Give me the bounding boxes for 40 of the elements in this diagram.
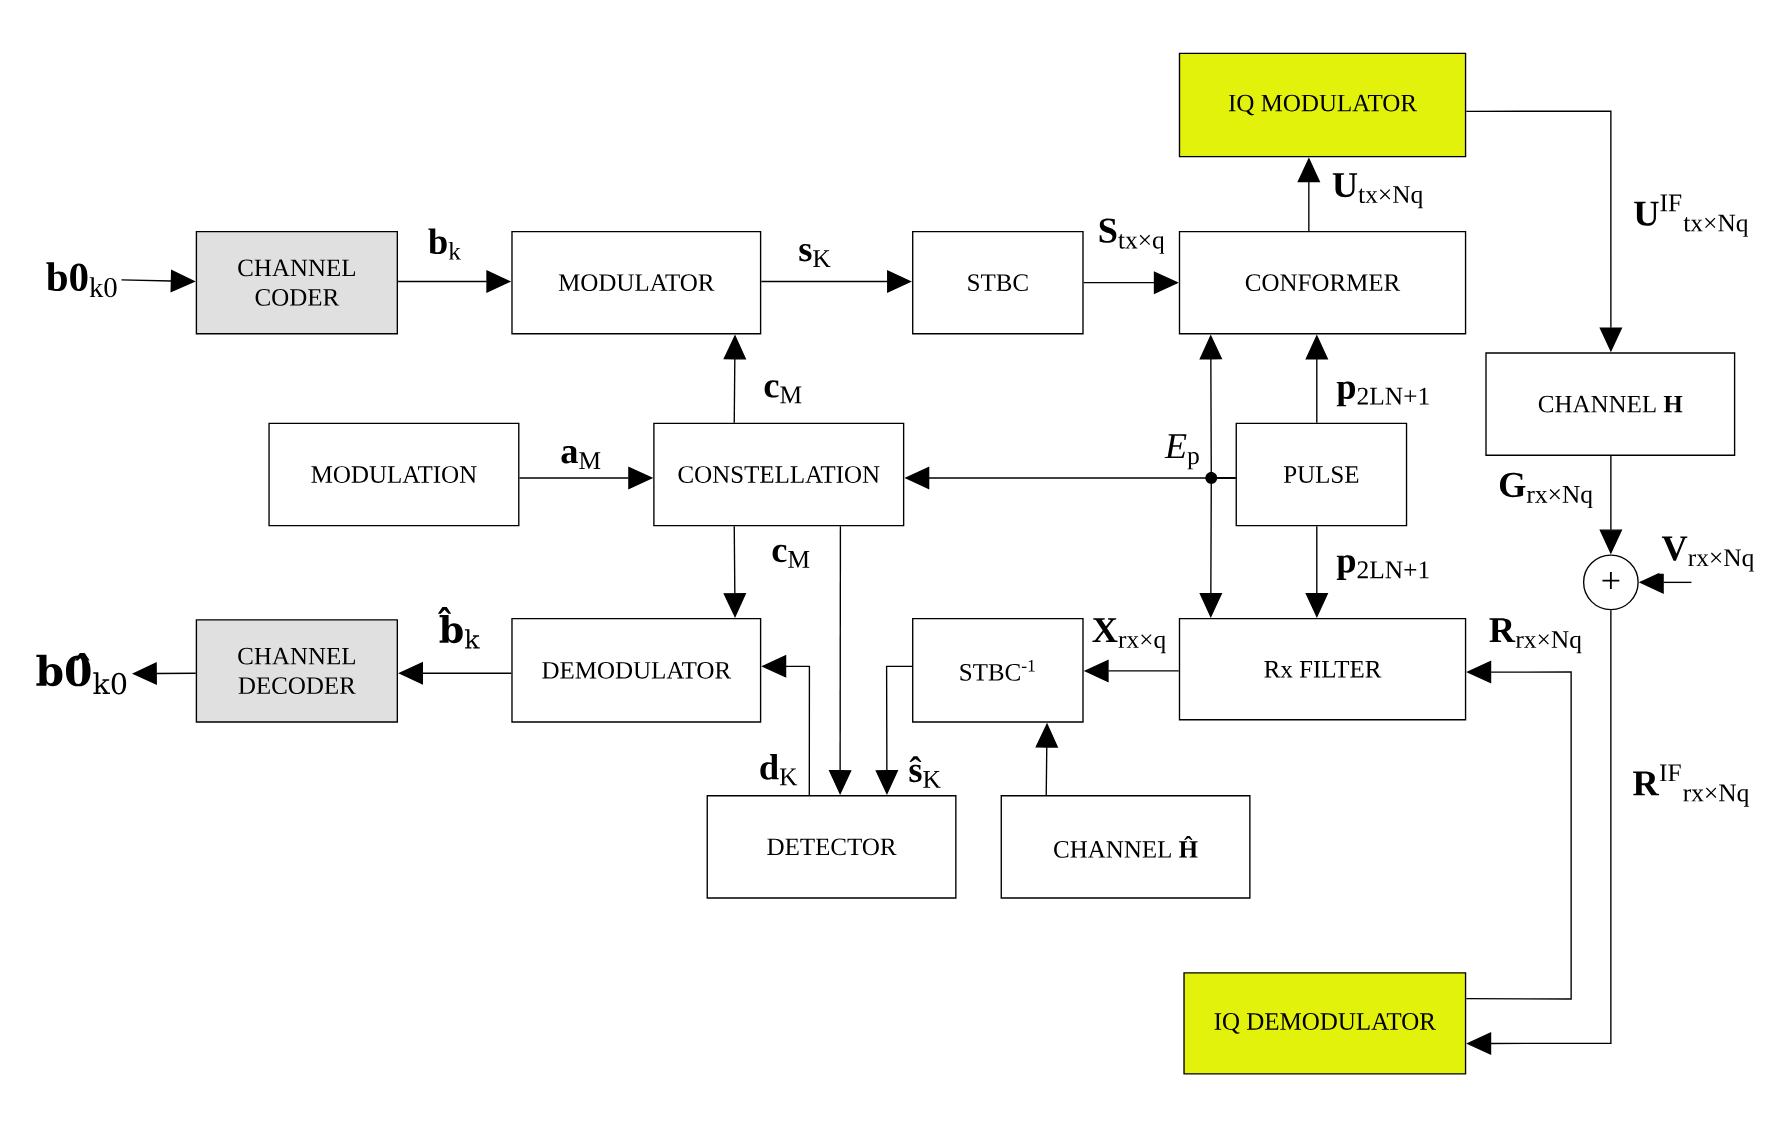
process-box: IQ MODULATOR — [1178, 52, 1467, 158]
edge-label: U$_{tx×Nq}$ — [1329, 170, 1427, 211]
process-box: PULSE — [1235, 422, 1408, 527]
process-box: DEMODULATOR — [511, 617, 762, 723]
edge-label: s$_{K}$ — [796, 241, 835, 270]
process-box: MODULATOR — [511, 230, 762, 335]
process-box: CHANNEL DECODER — [195, 619, 398, 723]
summing-junction: + — [1582, 554, 1639, 611]
process-box: CONSTELLATION — [653, 422, 905, 527]
process-box: IQ DEMODULATOR — [1183, 972, 1467, 1075]
edge-label: d$_{K}$ — [756, 751, 801, 788]
process-box: MODULATION — [268, 422, 520, 527]
edge-label: X$_{rx×q}$ — [1089, 615, 1170, 656]
edge-label: V$_{rx×Nq}$ — [1659, 534, 1758, 574]
edge-label: p$_{2LN+1}$ — [1334, 552, 1434, 583]
process-box: STBC — [912, 230, 1084, 335]
edge-label: S$_{tx×q}$ — [1095, 216, 1169, 256]
edge-label: b$_{k}$ — [425, 226, 465, 262]
edge-label: ŝ$_{K}$ — [906, 753, 945, 790]
process-box: DETECTOR — [706, 794, 957, 899]
process-box: Rx FILTER — [1178, 617, 1467, 721]
arrow — [1465, 660, 1572, 1000]
edge-label: c$_{M}$ — [769, 542, 814, 570]
edge-label: c$_{M}$ — [761, 377, 806, 406]
process-box: CHANNEL H — [1485, 352, 1736, 456]
edge-label: a$_{M}$ — [558, 443, 605, 472]
signal-label: b0$_{k0}$ — [46, 262, 117, 298]
edge-label: U$^{IF}$tx×Nq — [1631, 192, 1752, 239]
signal-label: b0̂$_{k0}$ — [36, 652, 127, 695]
edge-label: R$_{rx×Nq}$ — [1486, 615, 1586, 656]
edge-label: G$_{rx×Nq}$ — [1495, 470, 1597, 511]
edge-label: R$^{IF}$rx×Nq — [1630, 762, 1753, 809]
process-box: CONFORMER — [1178, 230, 1467, 335]
edge-label: E$_{p}$ — [1162, 431, 1204, 472]
arrow — [760, 269, 912, 293]
process-box: STBC$^{-1}$ — [912, 617, 1084, 723]
edge-label: p$_{2LN+1}$ — [1334, 379, 1434, 409]
process-box: CHANNEL Ĥ — [1000, 794, 1251, 899]
edge-label: b̂$_{k}$ — [436, 604, 483, 651]
process-box: CHANNEL CODER — [195, 230, 398, 335]
